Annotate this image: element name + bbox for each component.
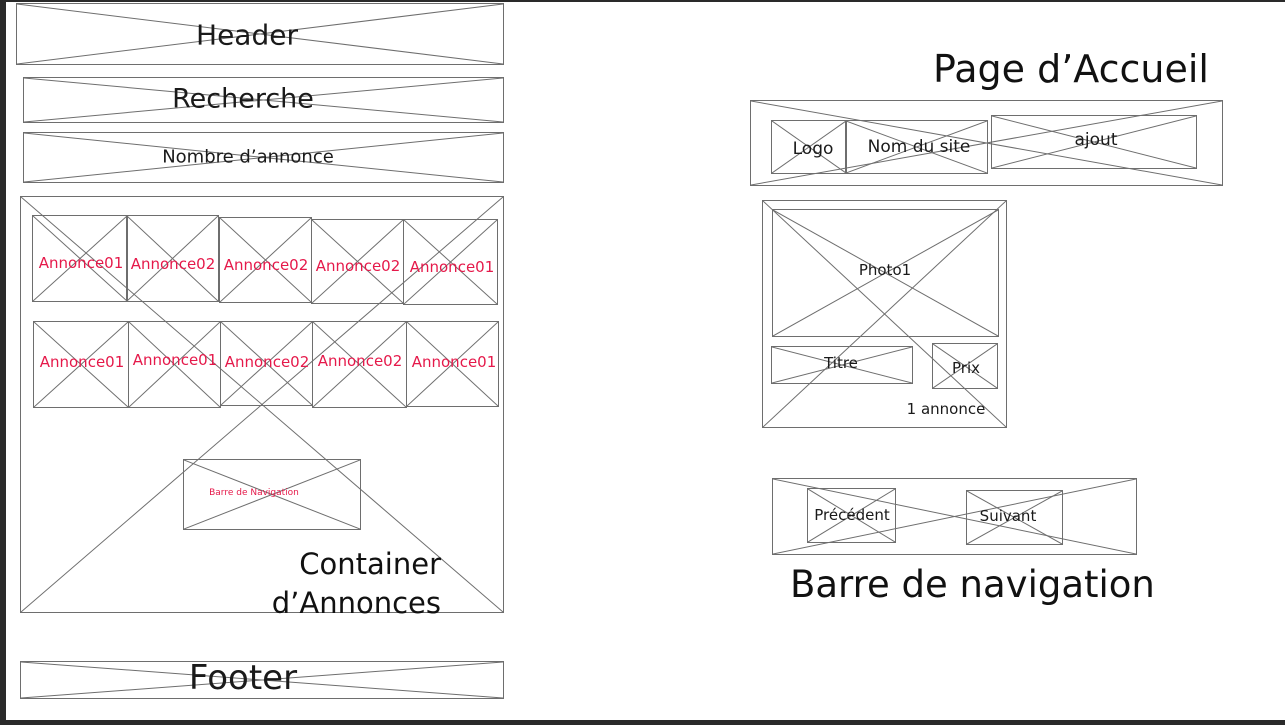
photo-label: Photo1: [858, 261, 912, 279]
listing-card: Annonce01: [403, 219, 498, 305]
next-button-placeholder: Suivant: [966, 490, 1063, 545]
footer-label: Footer: [188, 658, 298, 698]
header-placeholder: Header: [16, 3, 504, 65]
search-placeholder: Recherche: [23, 77, 504, 123]
listing-card: Annonce01: [128, 321, 221, 408]
listing-count-placeholder: Nombre d’annonce: [23, 132, 504, 183]
title-label: Titre: [824, 354, 858, 372]
listing-card: Annonce01: [32, 215, 128, 302]
listing-card: Annonce02: [220, 321, 313, 406]
listing-card: Annonce02: [312, 321, 407, 408]
listing-card: Annonce02: [219, 217, 312, 303]
site-header-mockup: Logo Nom du site ajout: [750, 100, 1223, 186]
navigation-bar-placeholder: Barre de Navigation: [183, 459, 361, 530]
title-placeholder: Titre: [771, 346, 913, 384]
listing-card-label: Annonce02: [317, 352, 403, 370]
header-label: Header: [196, 18, 298, 52]
add-label: ajout: [1074, 130, 1118, 150]
price-placeholder: Prix: [932, 343, 998, 389]
listing-card-label: Annonce01: [411, 353, 497, 371]
listing-card: Annonce01: [33, 321, 129, 408]
listing-caption: 1 annonce: [906, 400, 986, 418]
next-label: Suivant: [979, 507, 1037, 525]
listing-card: Annonce02: [126, 215, 219, 302]
add-placeholder: ajout: [991, 115, 1197, 169]
navigation-bar-label: Barre de Navigation: [209, 488, 299, 498]
container-title: Container d’Annonces: [249, 545, 441, 623]
listing-card-label: Annonce01: [132, 351, 218, 369]
search-label: Recherche: [172, 83, 314, 115]
site-name-label: Nom du site: [867, 137, 971, 157]
price-label: Prix: [952, 359, 980, 377]
listing-card-label: Annonce01: [409, 258, 495, 276]
listing-card-mockup: Photo1 Titre Prix 1 annonce: [762, 200, 1007, 428]
logo-placeholder: Logo: [771, 120, 847, 174]
listing-card: Annonce02: [311, 219, 404, 304]
listing-card-label: Annonce02: [130, 255, 216, 273]
photo-placeholder: Photo1: [772, 209, 999, 337]
listings-container: Annonce01 Annonce02 Annonce02 Annonce02 …: [20, 196, 504, 620]
navigation-bar-title: Barre de navigation: [790, 563, 1155, 606]
page-title: Page d’Accueil: [933, 47, 1209, 91]
previous-button-placeholder: Précédent: [807, 488, 896, 543]
listing-card-label: Annonce01: [38, 254, 124, 272]
navigation-bar-mockup: Précédent Suivant: [772, 478, 1137, 555]
listing-card: Annonce01: [406, 321, 499, 407]
footer-placeholder: Footer: [20, 658, 504, 699]
listing-card-label: Annonce02: [223, 256, 309, 274]
listing-card-label: Annonce01: [39, 353, 125, 371]
container-title-text: Container d’Annonces: [271, 547, 441, 620]
wireframe-canvas: Header Recherche Nombre d’annonce Annonc…: [6, 2, 1285, 720]
listing-count-label: Nombre d’annonce: [162, 146, 334, 168]
listing-card-label: Annonce02: [224, 353, 310, 371]
listing-card-label: Annonce02: [315, 257, 401, 275]
site-name-placeholder: Nom du site: [845, 120, 988, 174]
logo-label: Logo: [792, 139, 834, 159]
previous-label: Précédent: [814, 506, 890, 524]
